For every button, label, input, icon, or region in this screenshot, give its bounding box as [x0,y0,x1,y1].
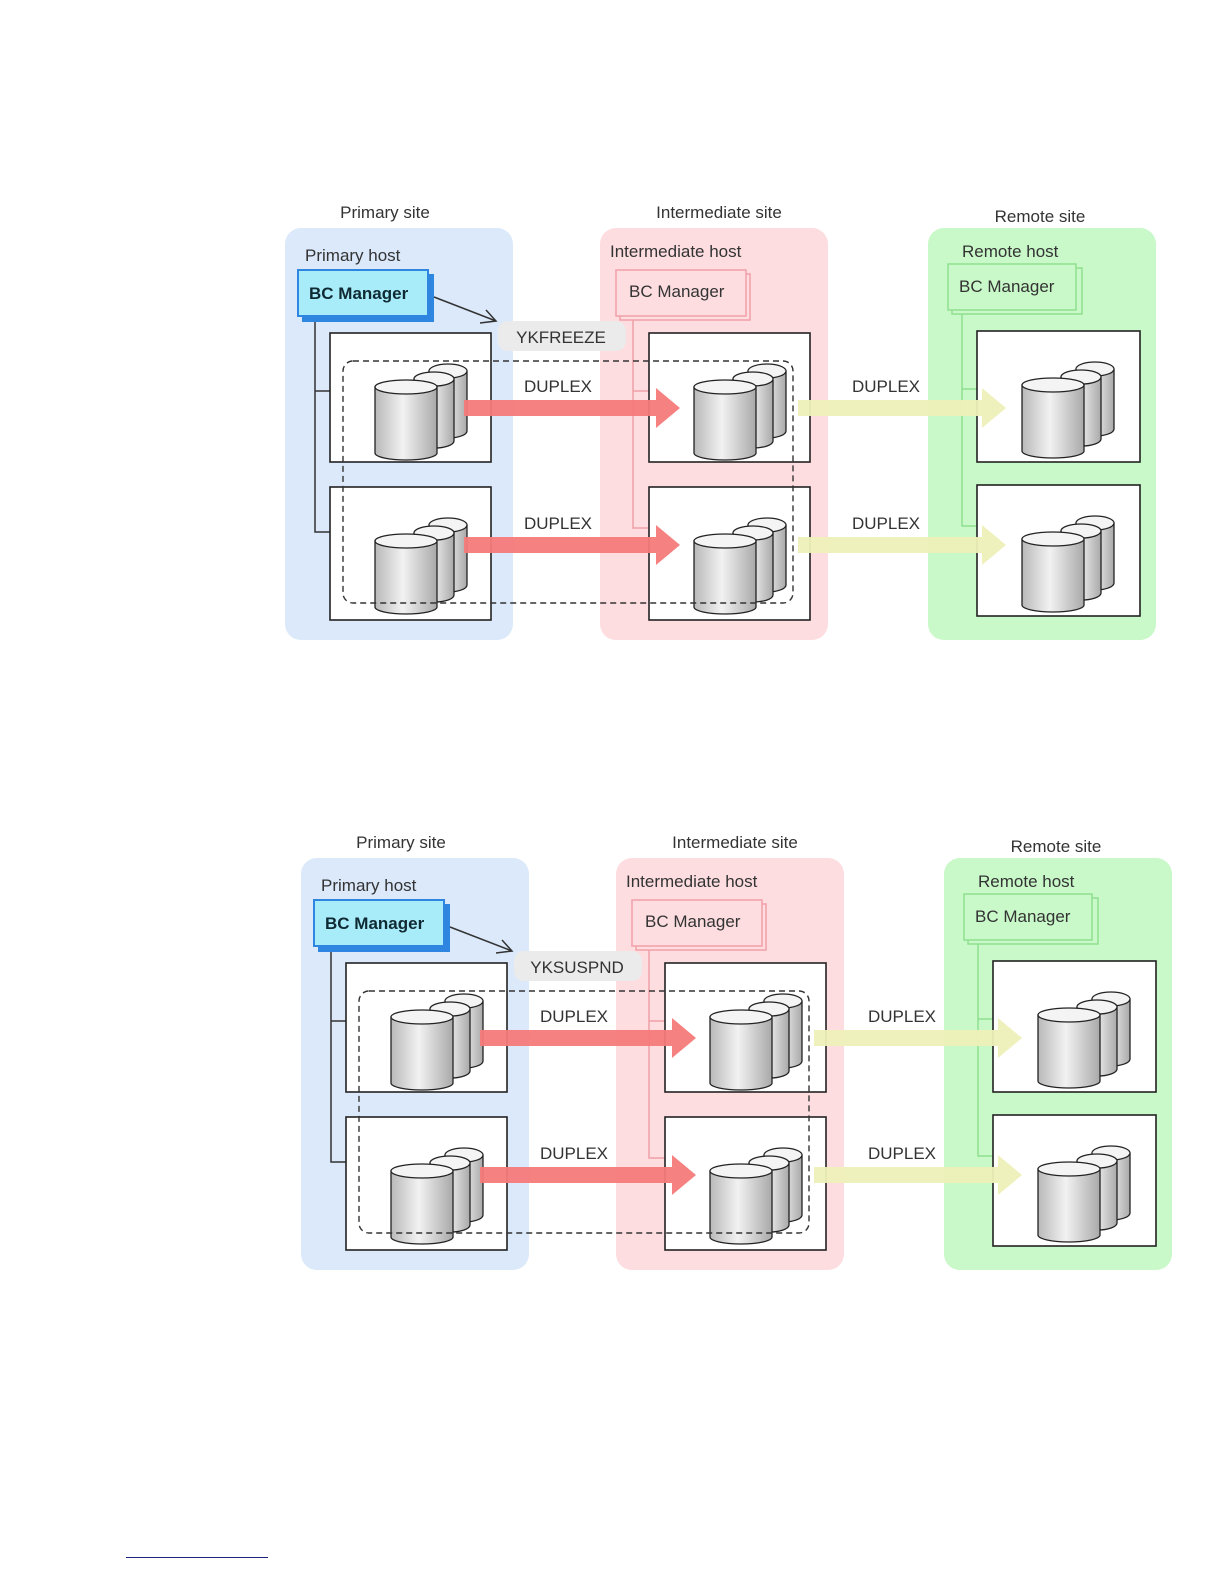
remote-site-label: Remote site [995,207,1086,226]
diagram-group: Primary site Intermediate site Remote site… [285,203,1156,640]
remote-bc-manager-label: BC Manager [959,277,1055,296]
remote-host-label: Remote host [962,242,1059,261]
sync-arrow-2 [480,1155,696,1195]
sync-arrow-1 [464,388,680,428]
sync-status-label-2: DUPLEX [524,514,592,533]
disk-cylinder [709,1163,773,1245]
intermediate-host-label: Intermediate host [626,872,758,891]
primary-host-bracket [330,952,346,1163]
command-bubble [498,321,626,351]
remote-disk-stack-1 [1021,361,1115,459]
yksuspnd-diagram-canvas: Primary site Intermediate site Remote site… [301,833,1172,1270]
command-pointer-arrowhead [479,309,498,324]
disk-cylinder [1021,377,1085,459]
sync-status-label-2: DUPLEX [540,1144,608,1163]
command-label: YKSUSPND [530,958,624,977]
ykfreeze-diagram: Primary site Intermediate site Remote site… [0,200,1224,660]
async-arrow-1 [798,388,1006,428]
primary-host-bracket [314,322,330,533]
consistency-group-boundary [342,360,794,604]
intermediate-disk-stack-2 [709,1147,803,1245]
async-arrow-2 [798,525,1006,565]
remote-disk-stack-1 [1037,991,1131,1089]
command-pointer-line [449,926,513,952]
command-label: YKFREEZE [516,328,606,347]
command-pointer-arrowhead [495,939,514,954]
intermediate-bc-manager-box [631,899,763,947]
primary-bc-manager-box [313,899,445,947]
remote-host-bracket [977,944,994,1157]
sync-status-label-1: DUPLEX [524,377,592,396]
consistency-group-boundary [358,990,810,1234]
intermediate-bc-manager-label: BC Manager [629,282,725,301]
primary-bc-manager-box [297,269,429,317]
primary-host-label: Primary host [321,876,417,895]
disk-cylinder [374,533,438,615]
intermediate-site-label: Intermediate site [672,833,798,852]
command-pointer-line [433,296,497,322]
intermediate-bc-manager-label: BC Manager [645,912,741,931]
remote-disk-stack-2 [1037,1145,1131,1243]
async-arrow-2 [814,1155,1022,1195]
primary-site-label: Primary site [356,833,446,852]
async-status-label-2: DUPLEX [868,1144,936,1163]
primary-disk-stack-1 [374,363,468,461]
primary-site-label: Primary site [340,203,430,222]
primary-host-label: Primary host [305,246,401,265]
async-status-label-1: DUPLEX [852,377,920,396]
sync-arrow-2 [464,525,680,565]
intermediate-bc-manager-box [615,269,747,317]
disk-cylinder [709,1009,773,1091]
remote-site-label: Remote site [1011,837,1102,856]
disk-cylinder [390,1009,454,1091]
remote-bc-manager-box [963,893,1093,941]
intermediate-host-bracket [648,950,666,1159]
intermediate-site-label: Intermediate site [656,203,782,222]
remote-disk-stack-2 [1021,515,1115,613]
disk-cylinder [693,379,757,461]
primary-disk-stack-1 [390,993,484,1091]
intermediate-host-label: Intermediate host [610,242,742,261]
disk-cylinder [1021,531,1085,613]
intermediate-disk-stack-1 [709,993,803,1091]
sync-arrow-1 [480,1018,696,1058]
ykfreeze-diagram-canvas: Primary site Intermediate site Remote site… [285,203,1156,640]
async-status-label-1: DUPLEX [868,1007,936,1026]
sync-status-label-1: DUPLEX [540,1007,608,1026]
command-bubble [514,951,642,981]
disk-cylinder [693,533,757,615]
primary-disk-stack-2 [374,517,468,615]
remote-bc-manager-label: BC Manager [975,907,1071,926]
primary-bc-manager-label: BC Manager [325,914,425,933]
remote-host-bracket [961,314,978,527]
remote-bc-manager-box [947,263,1077,311]
primary-disk-stack-2 [390,1147,484,1245]
async-status-label-2: DUPLEX [852,514,920,533]
disk-cylinder [374,379,438,461]
async-arrow-1 [814,1018,1022,1058]
primary-bc-manager-label: BC Manager [309,284,409,303]
disk-cylinder [1037,1161,1101,1243]
disk-cylinder [1037,1007,1101,1089]
intermediate-disk-stack-1 [693,363,787,461]
yksuspnd-diagram: Primary site Intermediate site Remote site… [0,830,1224,1290]
remote-host-label: Remote host [978,872,1075,891]
diagram-group: Primary site Intermediate site Remote site… [301,833,1172,1270]
intermediate-disk-stack-2 [693,517,787,615]
disk-cylinder [390,1163,454,1245]
intermediate-host-bracket [632,320,650,529]
footnote-rule [126,1557,268,1558]
